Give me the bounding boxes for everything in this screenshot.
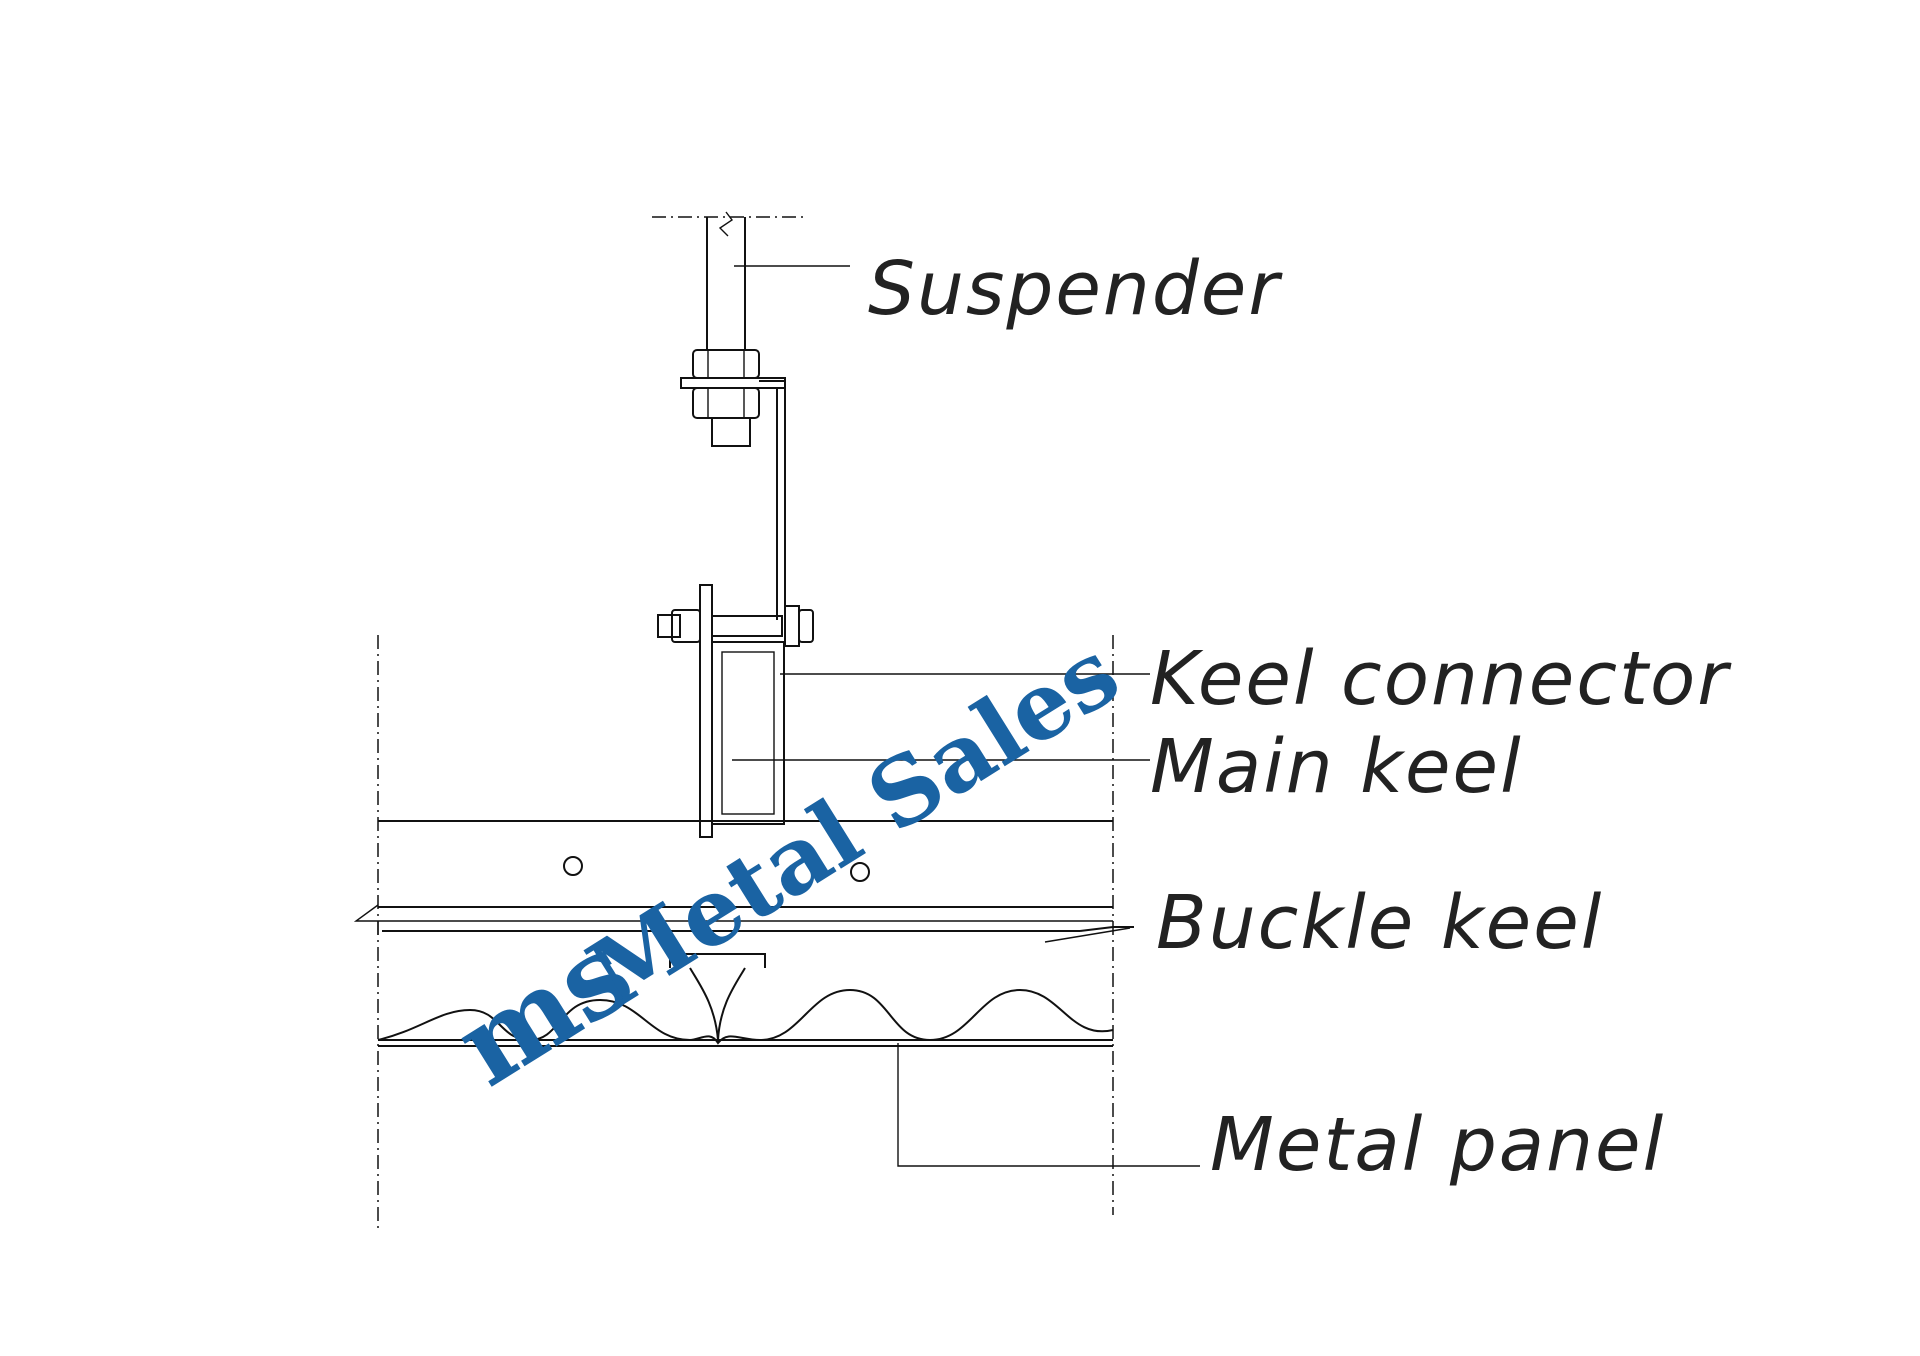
label-buckle-keel: Buckle keel bbox=[1156, 880, 1603, 966]
main-keel bbox=[711, 641, 785, 825]
metal-panel bbox=[377, 988, 1114, 1047]
leader-lines bbox=[732, 265, 1200, 1167]
label-suspender: Suspender bbox=[868, 246, 1283, 332]
buckle-keel bbox=[353, 820, 1134, 935]
keel-connector bbox=[759, 380, 786, 620]
label-metal-panel: Metal panel bbox=[1210, 1102, 1665, 1188]
label-keel-connector: Keel connector bbox=[1150, 636, 1732, 722]
watermark-brand: Metal Sales bbox=[570, 618, 1137, 1028]
top-nut-assembly bbox=[680, 349, 786, 447]
suspender-rod bbox=[652, 211, 808, 350]
watermark: ms Metal Sales bbox=[434, 618, 1137, 1111]
label-main-keel: Main keel bbox=[1150, 724, 1523, 810]
